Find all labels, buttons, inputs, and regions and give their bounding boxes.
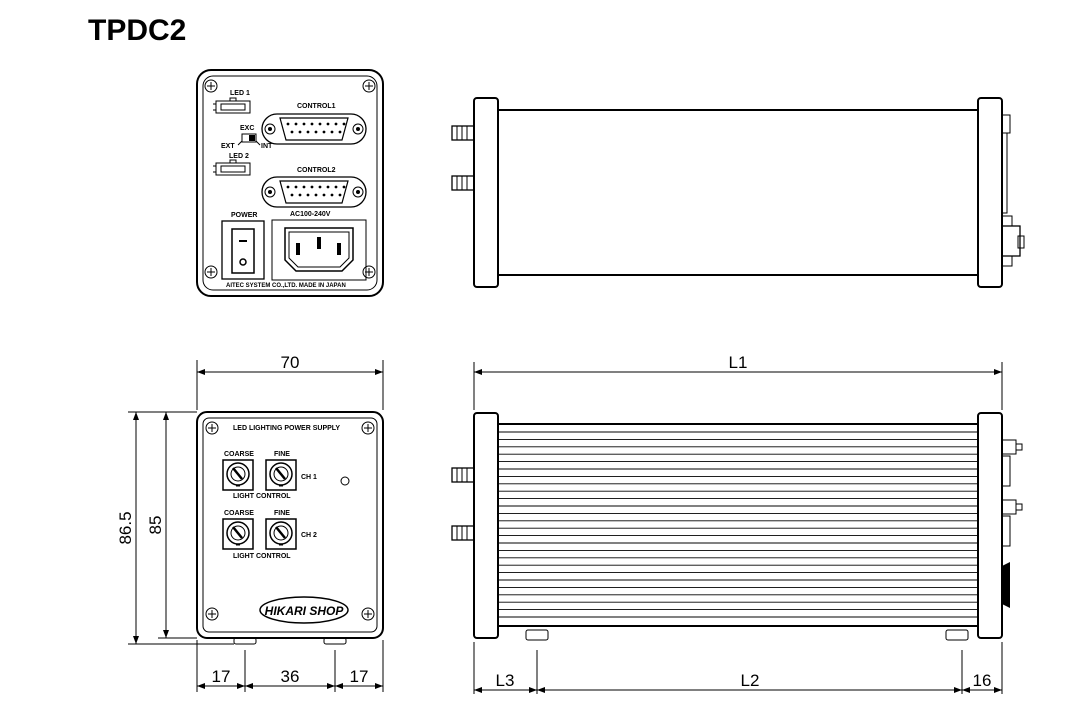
dim-bottom-left: 17 — [212, 667, 231, 686]
led2-connector — [213, 159, 251, 176]
ch1-label: CH 1 — [301, 474, 317, 481]
knob-shaft — [451, 525, 475, 541]
front-heading: LED LIGHTING POWER SUPPLY — [233, 425, 340, 432]
indicator-led — [340, 476, 350, 486]
coarse1-label: COARSE — [224, 451, 254, 458]
fine2-label: FINE — [274, 510, 290, 517]
maker-label: AITEC SYSTEM CO.,LTD. MADE IN JAPAN — [226, 283, 346, 289]
light-control1-label: LIGHT CONTROL — [233, 493, 291, 500]
dim-bottom-right: 17 — [350, 667, 369, 686]
foot — [323, 637, 347, 645]
hikari-shop-badge: HIKARI SHOP — [259, 596, 349, 624]
coarse-knob-ch1 — [222, 459, 254, 491]
dim-height-outer: 86.5 — [116, 511, 135, 544]
side-view-bottom — [451, 412, 1023, 641]
dim-end: 16 — [973, 671, 992, 690]
foot — [233, 637, 257, 645]
screw-icon — [204, 265, 218, 279]
rear-panel-view: LED 1 CONTROL1 EXC EXT INT — [196, 69, 384, 297]
power-switch — [221, 220, 265, 280]
light-control2-label: LIGHT CONTROL — [233, 553, 291, 560]
screw-icon — [205, 421, 219, 435]
knob-shaft — [451, 467, 475, 483]
knob-shaft — [451, 175, 475, 191]
led1-connector — [213, 97, 251, 114]
knob-shaft — [451, 125, 475, 141]
exc-label: EXC — [240, 125, 254, 132]
dim-height-inner: 85 — [146, 516, 165, 535]
screw-icon — [361, 607, 375, 621]
led2-label: LED 2 — [229, 153, 249, 160]
control1-label: CONTROL1 — [297, 103, 336, 110]
control2-connector — [261, 176, 367, 208]
screw-icon — [362, 265, 376, 279]
foot — [945, 629, 969, 641]
side-view-top — [451, 97, 1025, 288]
int-label: INT — [261, 143, 273, 150]
ac-label: AC100-240V — [290, 211, 331, 218]
ext-label: EXT — [221, 143, 235, 150]
screw-icon — [362, 79, 376, 93]
dim-l3: L3 — [496, 671, 515, 690]
coarse-knob-ch2 — [222, 518, 254, 550]
ch2-label: CH 2 — [301, 532, 317, 539]
fine1-label: FINE — [274, 451, 290, 458]
led1-label: LED 1 — [230, 90, 250, 97]
coarse2-label: COARSE — [224, 510, 254, 517]
control2-label: CONTROL2 — [297, 167, 336, 174]
badge-text: HIKARI SHOP — [265, 604, 345, 618]
screw-icon — [204, 79, 218, 93]
dim-l1: L1 — [729, 353, 748, 372]
mode-switch — [237, 133, 261, 146]
heat-sink-fins — [498, 431, 978, 618]
front-panel-view: LED LIGHTING POWER SUPPLY COARSE FINE CH… — [196, 411, 384, 645]
control1-connector — [261, 113, 367, 145]
fine-knob-ch1 — [265, 459, 297, 491]
dim-l2: L2 — [741, 671, 760, 690]
screw-icon — [361, 421, 375, 435]
ac-inlet — [271, 219, 367, 281]
foot — [525, 629, 549, 641]
screw-icon — [205, 607, 219, 621]
model-title: TPDC2 — [88, 14, 186, 47]
dim-bottom-mid: 36 — [281, 667, 300, 686]
power-label: POWER — [231, 212, 257, 219]
fine-knob-ch2 — [265, 518, 297, 550]
dim-width: 70 — [281, 353, 300, 372]
